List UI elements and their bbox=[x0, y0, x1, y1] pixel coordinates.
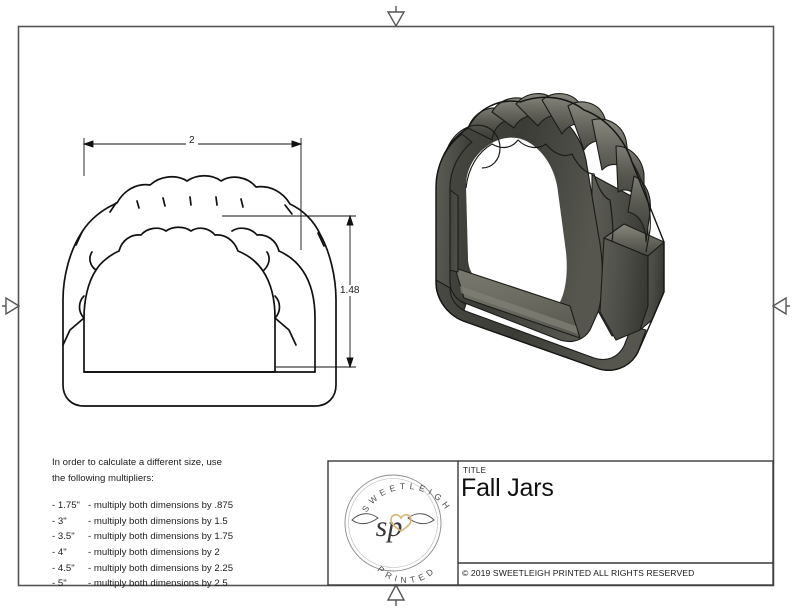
model-outer-silhouette bbox=[435, 96, 665, 371]
page-title: Fall Jars bbox=[461, 474, 554, 502]
list-item: - 4" - multiply both dimensions by 2 bbox=[52, 545, 322, 561]
title-field-label: TITLE bbox=[463, 466, 487, 475]
list-item: - 4.5" - multiply both dimensions by 2.25 bbox=[52, 561, 322, 577]
outer-outline bbox=[62, 174, 337, 407]
notes-heading: In order to calculate a different size, … bbox=[52, 455, 322, 486]
logo-flourish-right bbox=[407, 513, 435, 525]
multiplier-text: - multiply both dimensions by 2 bbox=[88, 546, 220, 558]
list-item: - 1.75" - multiply both dimensions by .87… bbox=[52, 498, 322, 514]
inner-outline-right-scallops bbox=[231, 227, 280, 252]
model-handle-loop bbox=[445, 124, 501, 169]
dimension-width bbox=[82, 138, 303, 250]
model-top-ridges bbox=[467, 93, 651, 243]
company-logo: sp SWEETLEIGH PRINTED bbox=[344, 474, 454, 585]
outer-scallop-ticks bbox=[136, 196, 244, 209]
multiplier-size: - 3.5" bbox=[52, 531, 75, 543]
logo-top-text: SWEETLEIGH bbox=[360, 481, 454, 514]
model-arch-scallops bbox=[465, 139, 614, 243]
multiplier-size: - 4.5" bbox=[52, 562, 75, 574]
multiplier-text: - multiply both dimensions by 1.75 bbox=[88, 531, 234, 543]
multiplier-list: - 1.75" - multiply both dimensions by .87… bbox=[52, 498, 322, 592]
multiplier-size: - 1.75" bbox=[52, 500, 80, 512]
logo-bottom-text: PRINTED bbox=[376, 564, 439, 585]
dimension-width-value: 2 bbox=[186, 135, 198, 146]
outline-profile-view bbox=[62, 174, 337, 407]
title-block-frame bbox=[327, 460, 774, 586]
copyright-notice: © 2019 SWEETLEIGH PRINTED ALL RIGHTS RES… bbox=[462, 568, 695, 578]
notes-heading-line-2: the following multipliers: bbox=[52, 472, 154, 484]
dimension-height-value: 1.48 bbox=[337, 285, 363, 296]
multiplier-text: - multiply both dimensions by 2.25 bbox=[88, 562, 234, 574]
centering-mark-top bbox=[386, 6, 406, 28]
list-item: - 3" - multiply both dimensions by 1.5 bbox=[52, 514, 322, 530]
inner-outline-right-wall bbox=[278, 250, 316, 373]
logo-heart-icon bbox=[390, 514, 412, 533]
centering-mark-right bbox=[771, 296, 790, 316]
inner-outline bbox=[83, 226, 276, 373]
list-item: - 5" - multiply both dimensions by 2.5 bbox=[52, 576, 322, 592]
logo-flourish-left bbox=[351, 513, 379, 525]
model-interior-opening bbox=[466, 137, 567, 312]
centering-mark-bottom bbox=[386, 583, 406, 606]
multiplier-text: - multiply both dimensions by .875 bbox=[88, 500, 234, 512]
scaling-notes: In order to calculate a different size, … bbox=[52, 455, 322, 592]
multiplier-size: - 3" bbox=[52, 515, 67, 527]
inner-side-scallops bbox=[78, 251, 281, 319]
model-3d-view bbox=[435, 93, 665, 371]
centering-mark-left bbox=[2, 296, 21, 316]
shoulder-creases bbox=[75, 202, 325, 247]
multiplier-size: - 5" bbox=[52, 578, 67, 590]
notes-heading-line-1: In order to calculate a different size, … bbox=[52, 457, 222, 468]
multiplier-text: - multiply both dimensions by 2.5 bbox=[88, 578, 228, 590]
taper-lines bbox=[62, 317, 297, 346]
list-item: - 3.5" - multiply both dimensions by 1.75 bbox=[52, 529, 322, 545]
model-inner-floor-edge bbox=[460, 286, 578, 334]
multiplier-size: - 4" bbox=[52, 546, 67, 558]
multiplier-text: - multiply both dimensions by 1.5 bbox=[88, 515, 228, 527]
